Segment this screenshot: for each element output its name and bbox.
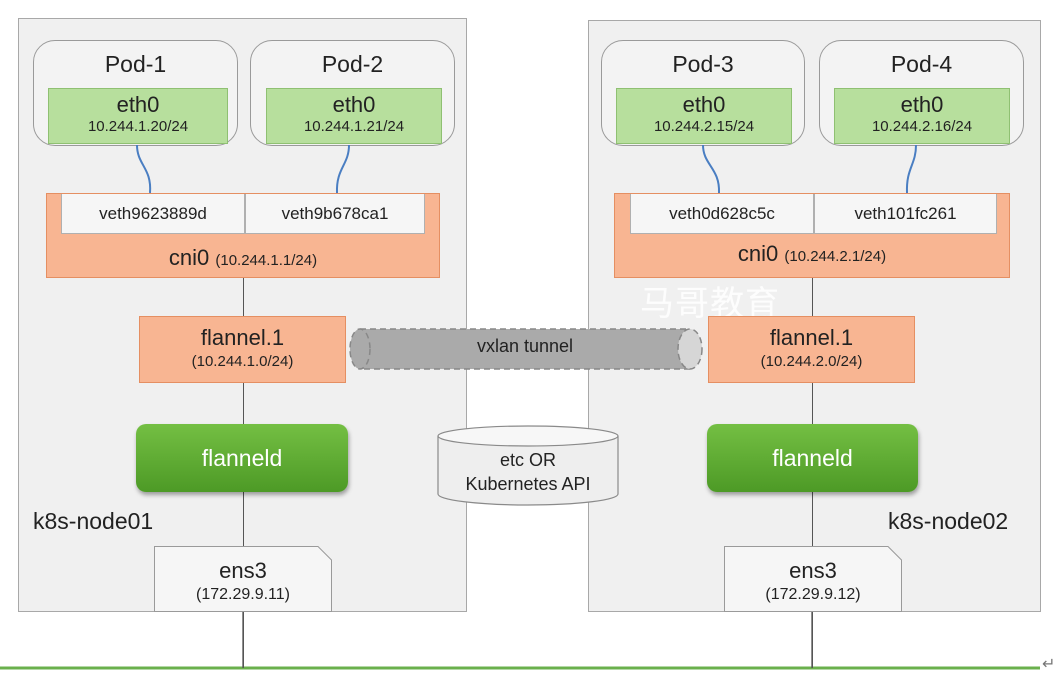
node02-label: k8s-node02	[888, 508, 1009, 534]
cylinder-top	[437, 425, 619, 447]
tunnel-label: vxlan tunnel	[476, 336, 574, 356]
flanneld-node02: flanneld	[707, 424, 918, 492]
flannel1-node01: flannel.1 (10.244.1.0/24)	[139, 316, 346, 383]
node02-bus-stub	[812, 612, 813, 668]
node01-label: k8s-node01	[33, 508, 154, 534]
ens-shape	[724, 546, 902, 612]
flannel1-name: flannel.1	[200, 325, 285, 350]
ens-name: ens3	[219, 558, 267, 583]
cni0-name: cni0	[737, 241, 779, 266]
flannel1-name: flannel.1	[769, 325, 854, 350]
eth-ip: 10.244.2.15/24	[653, 118, 755, 135]
node01-bus-stub	[243, 612, 244, 668]
pod-3-title: Pod-3	[672, 51, 734, 77]
pod-3-eth0: eth0 10.244.2.15/24	[616, 88, 792, 144]
ens3-node01: ens3 (172.29.9.11)	[154, 546, 332, 612]
veth-pod1: veth9623889d	[61, 194, 245, 234]
tunnel-body	[359, 328, 691, 370]
flanneld-node01: flanneld	[136, 424, 348, 492]
cni0-label: cni0 (10.244.1.1/24)	[47, 245, 439, 271]
cylinder-body	[437, 436, 619, 506]
pod-2-eth0: eth0 10.244.1.21/24	[266, 88, 442, 144]
return-mark-icon: ↵	[1042, 654, 1055, 673]
cni0-bridge-node01: veth9623889d veth9b678ca1 cni0 (10.244.1…	[46, 193, 440, 278]
datastore-cylinder-icon	[437, 425, 619, 506]
ens-shape	[154, 546, 332, 612]
pod-1-eth0: eth0 10.244.1.20/24	[48, 88, 228, 144]
eth-name: eth0	[332, 92, 376, 117]
veth-pod2: veth9b678ca1	[245, 194, 425, 234]
cni0-bridge-node02: veth0d628c5c veth101fc261 cni0 (10.244.2…	[614, 193, 1010, 278]
wire-pod4	[905, 144, 917, 194]
ens-ip: (172.29.9.12)	[765, 586, 861, 603]
veth-pod4: veth101fc261	[814, 194, 997, 234]
eth-ip: 10.244.2.16/24	[871, 118, 973, 135]
eth-name: eth0	[682, 92, 726, 117]
ens3-node01-shape	[154, 546, 332, 612]
pod-2-title: Pod-2	[321, 51, 384, 77]
datastore-label: etc OR Kubernetes API	[436, 448, 620, 496]
ens-ip: (172.29.9.11)	[196, 586, 290, 603]
eth-name: eth0	[116, 92, 160, 117]
ens-name: ens3	[789, 558, 837, 583]
eth-ip: 10.244.1.20/24	[87, 118, 189, 135]
wire-pod3	[702, 144, 721, 194]
veth-pod3: veth0d628c5c	[630, 194, 814, 234]
tunnel-right-end	[677, 328, 703, 370]
pod-1-title: Pod-1	[104, 51, 167, 77]
cni0-ip: (10.244.1.1/24)	[215, 252, 318, 269]
eth-name: eth0	[900, 92, 944, 117]
wire-pod2	[335, 144, 350, 194]
datastore-line1: etc OR	[499, 450, 556, 470]
wire-pod1	[136, 144, 152, 194]
tunnel-left-end	[349, 328, 371, 370]
ens3-node02-shape	[724, 546, 902, 612]
cni0-ip: (10.244.2.1/24)	[784, 248, 887, 265]
vxlan-tunnel	[349, 328, 703, 370]
flannel1-ip: (10.244.1.0/24)	[191, 353, 294, 370]
flannel1-ip: (10.244.2.0/24)	[760, 353, 863, 370]
pod-4-title: Pod-4	[890, 51, 953, 77]
pod-4-eth0: eth0 10.244.2.16/24	[834, 88, 1010, 144]
flannel1-node02: flannel.1 (10.244.2.0/24)	[708, 316, 915, 383]
cni0-label: cni0 (10.244.2.1/24)	[615, 241, 1009, 267]
ens3-node02: ens3 (172.29.9.12)	[724, 546, 902, 612]
cni0-name: cni0	[168, 245, 210, 270]
datastore-line2: Kubernetes API	[465, 474, 591, 494]
eth-ip: 10.244.1.21/24	[303, 118, 405, 135]
